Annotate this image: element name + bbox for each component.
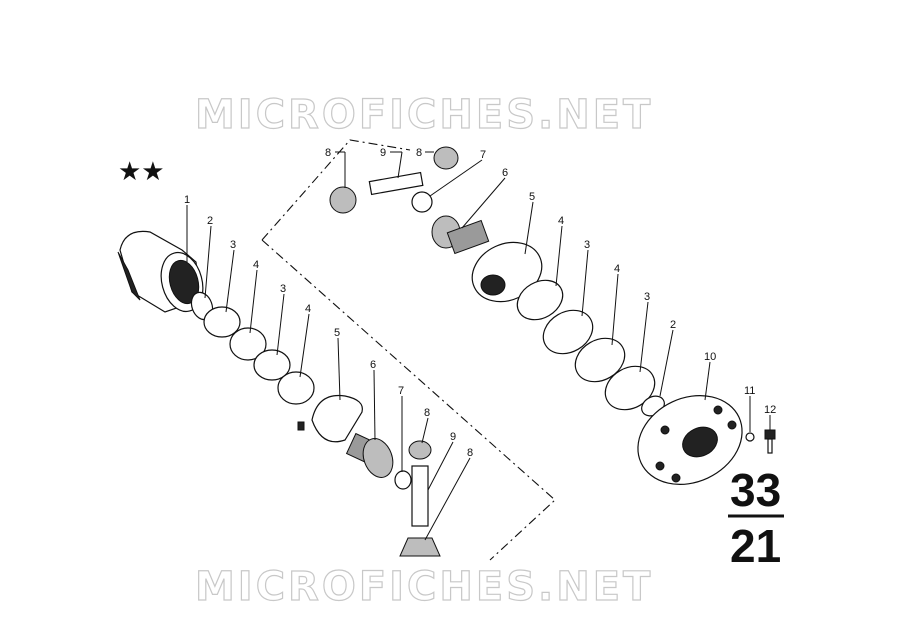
callout-7: 7 <box>480 149 486 161</box>
hex-bolt <box>764 429 776 454</box>
clutch-disc-left-2 <box>277 371 315 405</box>
pinion-gear-left-top <box>408 440 432 460</box>
clutch-disc-right-2 <box>574 337 626 383</box>
friction-disc-left-2 <box>253 349 291 381</box>
callout-9: 9 <box>450 431 456 443</box>
callout-2: 2 <box>207 215 213 227</box>
callout-8: 8 <box>467 447 473 459</box>
side-gear-left <box>345 432 394 478</box>
callout-labels: 1 2 3 4 3 4 5 6 7 8 9 8 8 9 8 7 6 5 4 3 … <box>184 147 776 459</box>
watermark-top: MICROFICHES.NET <box>195 92 653 138</box>
friction-disc-left-1 <box>203 306 241 338</box>
friction-disc-right-2 <box>604 365 656 411</box>
thrust-washer-right <box>411 191 433 213</box>
differential-cover <box>637 395 743 485</box>
callout-4: 4 <box>614 263 620 275</box>
watermark-bottom: MICROFICHES.NET <box>195 564 653 610</box>
callout-8: 8 <box>325 147 331 159</box>
cross-shaft-right <box>368 171 424 196</box>
callout-2: 2 <box>670 319 676 331</box>
thrust-washer-left <box>394 470 412 490</box>
callout-3: 3 <box>280 283 286 295</box>
callout-8: 8 <box>424 407 430 419</box>
group-main-number: 33 <box>730 464 781 516</box>
side-gear-right <box>431 215 490 255</box>
callout-5: 5 <box>529 191 535 203</box>
callout-4: 4 <box>558 215 564 227</box>
pinion-gear-left-bottom <box>399 537 441 557</box>
callout-12: 12 <box>764 404 776 416</box>
marker-stars: ★★ <box>118 157 165 187</box>
callout-11: 11 <box>744 385 755 397</box>
callout-5: 5 <box>334 327 340 339</box>
pinion-gear-right-2 <box>433 146 459 170</box>
callout-6: 6 <box>502 167 508 179</box>
callout-10: 10 <box>704 351 716 363</box>
group-number: 33 21 <box>728 464 784 572</box>
callout-7: 7 <box>398 385 404 397</box>
pressure-ring-left <box>297 394 363 443</box>
assembly-outline <box>261 139 556 561</box>
group-sub-number: 21 <box>730 520 781 572</box>
callout-9: 9 <box>380 147 386 159</box>
callout-3: 3 <box>230 239 236 251</box>
pinion-gear-right-1 <box>329 186 357 214</box>
pinion-shaft-left <box>411 465 429 527</box>
clutch-disc-right-1 <box>516 279 564 321</box>
pressure-ring-right <box>471 241 543 303</box>
callout-1: 1 <box>184 194 190 206</box>
leader-lines <box>186 151 771 541</box>
callout-4: 4 <box>253 259 259 271</box>
lock-washer <box>745 432 755 442</box>
clutch-disc-left-1 <box>229 327 267 361</box>
callout-8: 8 <box>416 147 422 159</box>
callout-3: 3 <box>584 239 590 251</box>
callout-6: 6 <box>370 359 376 371</box>
friction-disc-right-1 <box>542 309 594 355</box>
callout-3: 3 <box>644 291 650 303</box>
callout-4: 4 <box>305 303 311 315</box>
